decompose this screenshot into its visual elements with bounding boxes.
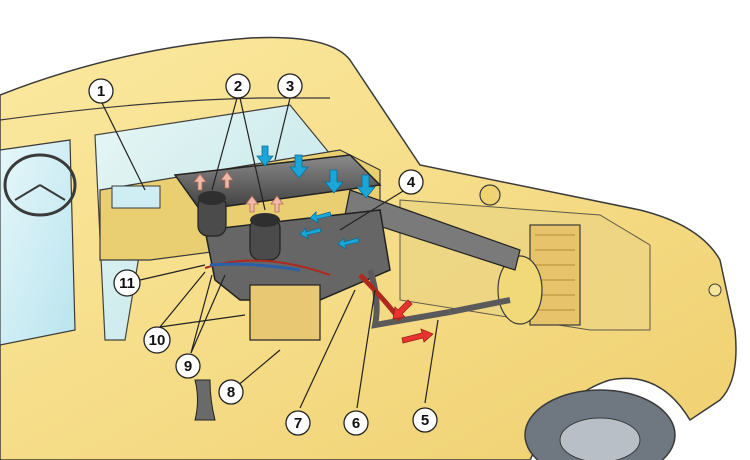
callout-2: 2 [225, 73, 251, 99]
leader-9a [190, 274, 213, 354]
svg-text:8: 8 [227, 384, 235, 401]
cold-air-arrow-4 [356, 174, 376, 199]
steering-wheel [3, 153, 77, 217]
svg-text:11: 11 [119, 275, 135, 292]
callout-11: 11 [113, 269, 141, 297]
cold-air-arrow-1 [256, 145, 274, 167]
leader-3 [274, 97, 291, 161]
cold-air-arrow-2 [289, 154, 309, 179]
callout-4: 4 [398, 169, 424, 195]
leader-4 [339, 187, 409, 231]
leader-1 [100, 100, 146, 191]
leader-10a [159, 271, 206, 328]
hose-to-engine [449, 297, 511, 315]
plenum-channel [344, 189, 521, 271]
callout-3: 3 [277, 73, 303, 99]
leader-10b [159, 314, 246, 328]
radiator-cap [479, 184, 501, 206]
svg-text:3: 3 [286, 78, 294, 95]
warm-air-arrow-1 [193, 173, 207, 191]
callout-7: 7 [285, 410, 311, 436]
leader-lines [100, 97, 439, 409]
cooling-fan [497, 255, 543, 325]
warm-air-arrow-2 [220, 171, 234, 189]
hot-coolant-arrows [392, 299, 434, 344]
heater-radiator-box [249, 284, 321, 341]
headlight [708, 283, 722, 297]
svg-text:6: 6 [352, 415, 360, 432]
callout-1: 1 [88, 78, 114, 104]
cold-air-arrow-6 [299, 227, 322, 240]
svg-text:10: 10 [149, 332, 166, 349]
leader-7 [299, 289, 356, 409]
svg-text:1: 1 [97, 83, 105, 100]
cold-air-arrow-3 [324, 169, 344, 194]
leader-2a [211, 97, 238, 191]
cold-air-arrows [256, 145, 376, 250]
gear-lever [194, 379, 216, 421]
warm-air-arrow-4 [270, 195, 284, 213]
warm-air-arrow-3 [245, 195, 259, 213]
roof-line [0, 97, 330, 121]
callout-9: 9 [175, 353, 201, 379]
leader-2b [239, 97, 266, 211]
svg-text:7: 7 [294, 415, 302, 432]
leader-6 [356, 289, 376, 409]
side-window [0, 139, 76, 346]
vent-nozzle-right [249, 213, 281, 261]
control-cable-blue [209, 262, 301, 272]
warm-air-arrows [193, 171, 284, 213]
svg-text:2: 2 [234, 78, 242, 95]
leader-8 [235, 349, 281, 388]
leader-5 [424, 319, 439, 404]
air-intake-duct [173, 154, 382, 211]
cold-air-arrow-5 [309, 211, 332, 224]
leader-9b [190, 274, 226, 354]
callout-8: 8 [218, 379, 244, 405]
instrument-panel [111, 185, 161, 209]
callout-10: 10 [143, 326, 171, 354]
vent-nozzle-left [197, 191, 227, 237]
leader-11 [139, 264, 206, 281]
svg-text:9: 9 [184, 358, 192, 375]
callout-6: 6 [343, 410, 369, 436]
callouts: 1 2 3 4 5 6 7 8 [88, 73, 438, 436]
svg-text:5: 5 [421, 412, 429, 429]
coolant-arrow-1 [392, 299, 413, 320]
callout-5: 5 [412, 407, 438, 433]
cold-air-arrow-7 [337, 237, 360, 250]
svg-text:4: 4 [407, 174, 416, 191]
coolant-arrow-2 [401, 328, 434, 344]
coolant-hose-supply [367, 269, 451, 329]
